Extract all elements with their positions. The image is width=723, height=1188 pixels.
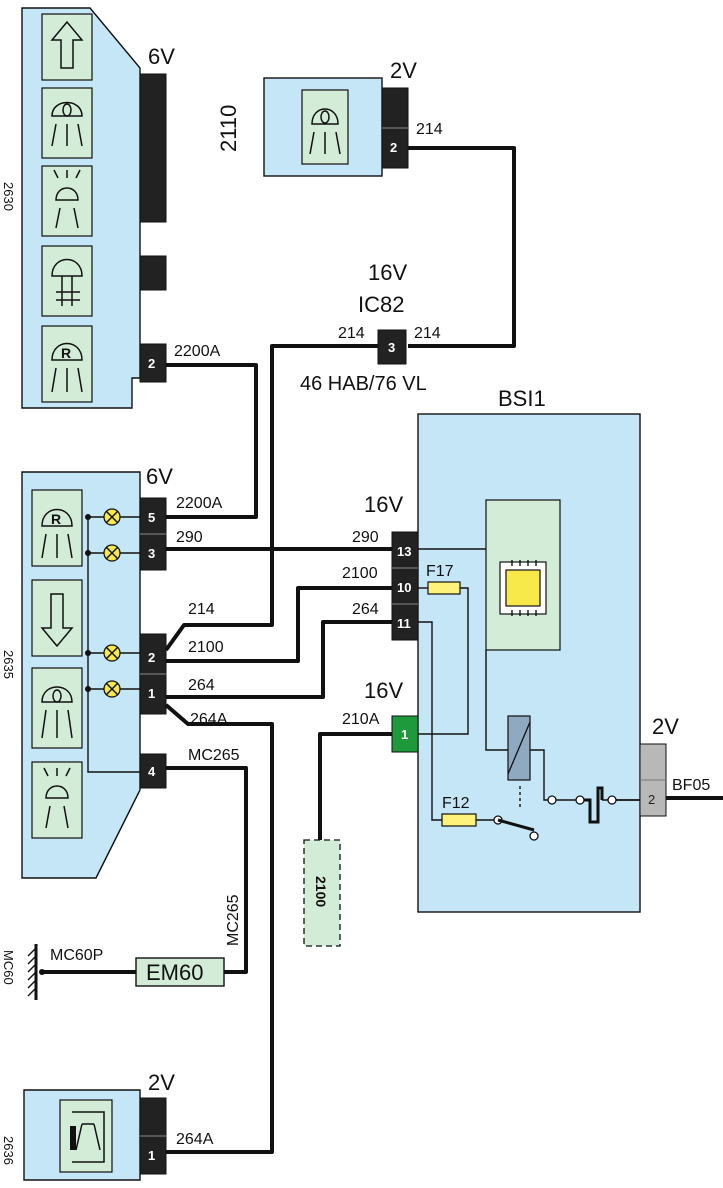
voltage-2630: 6V xyxy=(148,44,175,69)
wire-MC265 xyxy=(166,766,248,974)
wire-2100 xyxy=(166,586,392,663)
voltage-2635: 6V xyxy=(146,464,173,489)
wire-label-214-2110: 214 xyxy=(416,121,443,138)
headlamp-icon xyxy=(41,686,73,739)
label-f12: F12 xyxy=(442,795,470,812)
component-id-2630: 2630 xyxy=(1,182,16,211)
wire-2200A-upper xyxy=(166,363,258,519)
wire-label-MC265-vertical: MC265 xyxy=(225,894,242,946)
arrow-up-icon xyxy=(50,20,84,69)
ground-id-MC60: MC60 xyxy=(1,950,16,985)
fog-lamp-icon xyxy=(43,767,71,829)
wire-label-214: 214 xyxy=(188,601,215,618)
component-2630: R 2 6V 2200A 2630 xyxy=(1,7,221,409)
fuse-f17 xyxy=(427,581,461,595)
wire-label-214-right: 214 xyxy=(414,325,441,342)
wire-label-MC265: MC265 xyxy=(188,747,240,764)
component-id-2110: 2110 xyxy=(216,105,241,152)
wires xyxy=(42,146,723,1154)
rear-lamp-icon: R xyxy=(51,342,83,393)
wire-label-2100: 2100 xyxy=(188,639,224,656)
note-ic82: 46 HAB/76 VL xyxy=(300,373,427,395)
connector-ic82: 3 16V IC82 214 214 46 HAB/76 VL xyxy=(300,260,441,395)
pin-bsi1-13: 13 xyxy=(397,544,411,559)
voltage-2636: 2V xyxy=(148,1070,175,1095)
pin-2110: 2 xyxy=(390,140,397,155)
pin-2635-5: 5 xyxy=(148,510,155,525)
id-ic82: IC82 xyxy=(358,292,404,317)
headlamp-icon xyxy=(51,101,83,147)
connector-bsi1-green xyxy=(391,715,419,753)
id-bsi1: BSI1 xyxy=(498,386,546,411)
pin-2635-2: 2 xyxy=(148,650,155,665)
pin-2636: 1 xyxy=(148,1148,155,1163)
voltage-bsi1-right: 2V xyxy=(652,714,679,739)
rear-fog-icon xyxy=(51,258,83,306)
wire-label-264A-2636: 264A xyxy=(176,1131,214,1148)
pin-2635-1: 1 xyxy=(148,686,155,701)
wire-label-MC60P: MC60P xyxy=(50,947,103,964)
component-2636: 1 2V 264A 2636 xyxy=(1,1070,214,1181)
pin-2635-4: 4 xyxy=(148,764,156,779)
wire-210A xyxy=(318,732,392,840)
wire-label-2200A: 2200A xyxy=(176,495,223,512)
wire-214-2110 xyxy=(408,146,516,348)
pin-2635-3: 3 xyxy=(148,546,155,561)
wire-label-214-left: 214 xyxy=(338,325,365,342)
component-2635: R xyxy=(1,464,240,879)
headlamp-icon xyxy=(309,108,341,155)
wire-214-2635 xyxy=(164,344,378,652)
wire-label-210A: 210A xyxy=(342,711,380,728)
pin-bsi1-right: 2 xyxy=(648,792,655,807)
wire-label-264: 264 xyxy=(188,677,215,694)
component-id-2636: 2636 xyxy=(1,1136,16,1165)
pin-ic82: 3 xyxy=(388,340,395,355)
voltage-bsi1-lower: 16V xyxy=(364,678,403,703)
wire-label-bsi1-290: 290 xyxy=(352,529,379,546)
voltage-bsi1: 16V xyxy=(364,492,403,517)
ground-icon xyxy=(27,944,45,1000)
wire-264A xyxy=(164,703,274,1154)
pin-2630: 2 xyxy=(148,356,155,371)
indicator-leds xyxy=(85,508,121,698)
pin-bsi1-11: 11 xyxy=(397,616,411,631)
wire-label-290: 290 xyxy=(176,529,203,546)
chip-icon xyxy=(499,560,547,616)
led-icon xyxy=(103,544,121,562)
component-id-2100: 2100 xyxy=(313,876,329,907)
led-icon xyxy=(103,508,121,526)
label-f17: F17 xyxy=(426,563,454,580)
fog-lamp-icon xyxy=(53,169,81,229)
arrow-down-icon xyxy=(40,593,74,648)
component-bsi1: BSI1 13 10 11 16V 290 2100 264 F17 xyxy=(342,386,710,913)
voltage-ic82: 16V xyxy=(368,260,407,285)
component-id-2635: 2635 xyxy=(1,650,16,679)
voltage-2110: 2V xyxy=(390,58,417,83)
component-2100: 2100 xyxy=(303,839,341,947)
rear-lamp-icon: R xyxy=(41,508,73,559)
led-icon xyxy=(103,680,121,698)
id-em60: EM60 xyxy=(146,960,203,985)
wire-label-264A: 264A xyxy=(190,711,228,728)
wire-label-BF05: BF05 xyxy=(672,777,710,794)
wire-label-2200A-upper: 2200A xyxy=(174,343,221,360)
led-icon xyxy=(103,644,121,662)
pin-bsi1-10: 10 xyxy=(397,580,411,595)
wire-label-bsi1-2100: 2100 xyxy=(342,565,378,582)
wire-264 xyxy=(166,620,392,699)
svg-text:R: R xyxy=(61,345,71,361)
component-2110: 2 2V 214 2110 xyxy=(216,58,443,177)
pin-bsi1-lower: 1 xyxy=(401,727,408,742)
wire-label-bsi1-264: 264 xyxy=(352,601,379,618)
horn-icon xyxy=(70,1111,105,1163)
component-em60: EM60 MC265 MC60P MC60 xyxy=(1,894,242,1000)
svg-text:R: R xyxy=(51,511,61,527)
fuse-f12 xyxy=(441,813,477,827)
